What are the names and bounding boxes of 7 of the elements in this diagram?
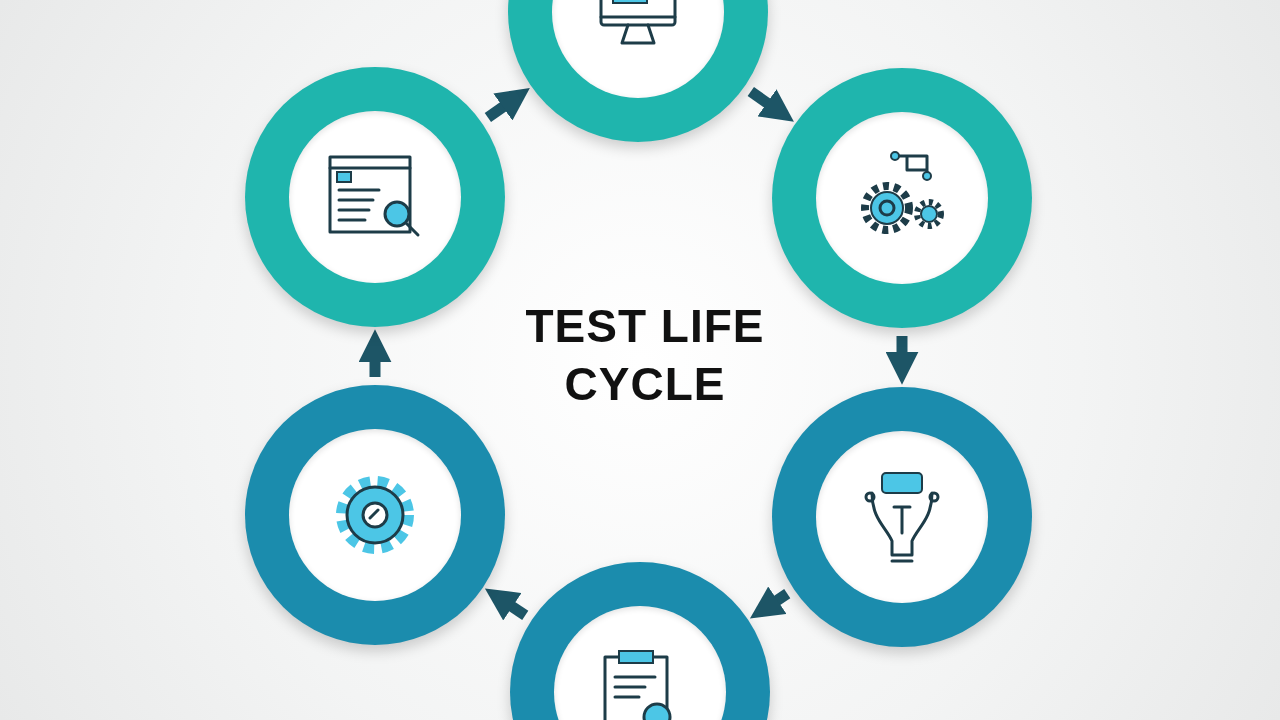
diagram-title: TEST LIFE CYCLE: [524, 299, 766, 412]
arrow: [484, 88, 530, 123]
arrow: [885, 336, 919, 385]
arrow: [484, 588, 529, 621]
arrow: [747, 87, 794, 122]
arrow: [749, 586, 791, 619]
arrow: [358, 329, 392, 377]
